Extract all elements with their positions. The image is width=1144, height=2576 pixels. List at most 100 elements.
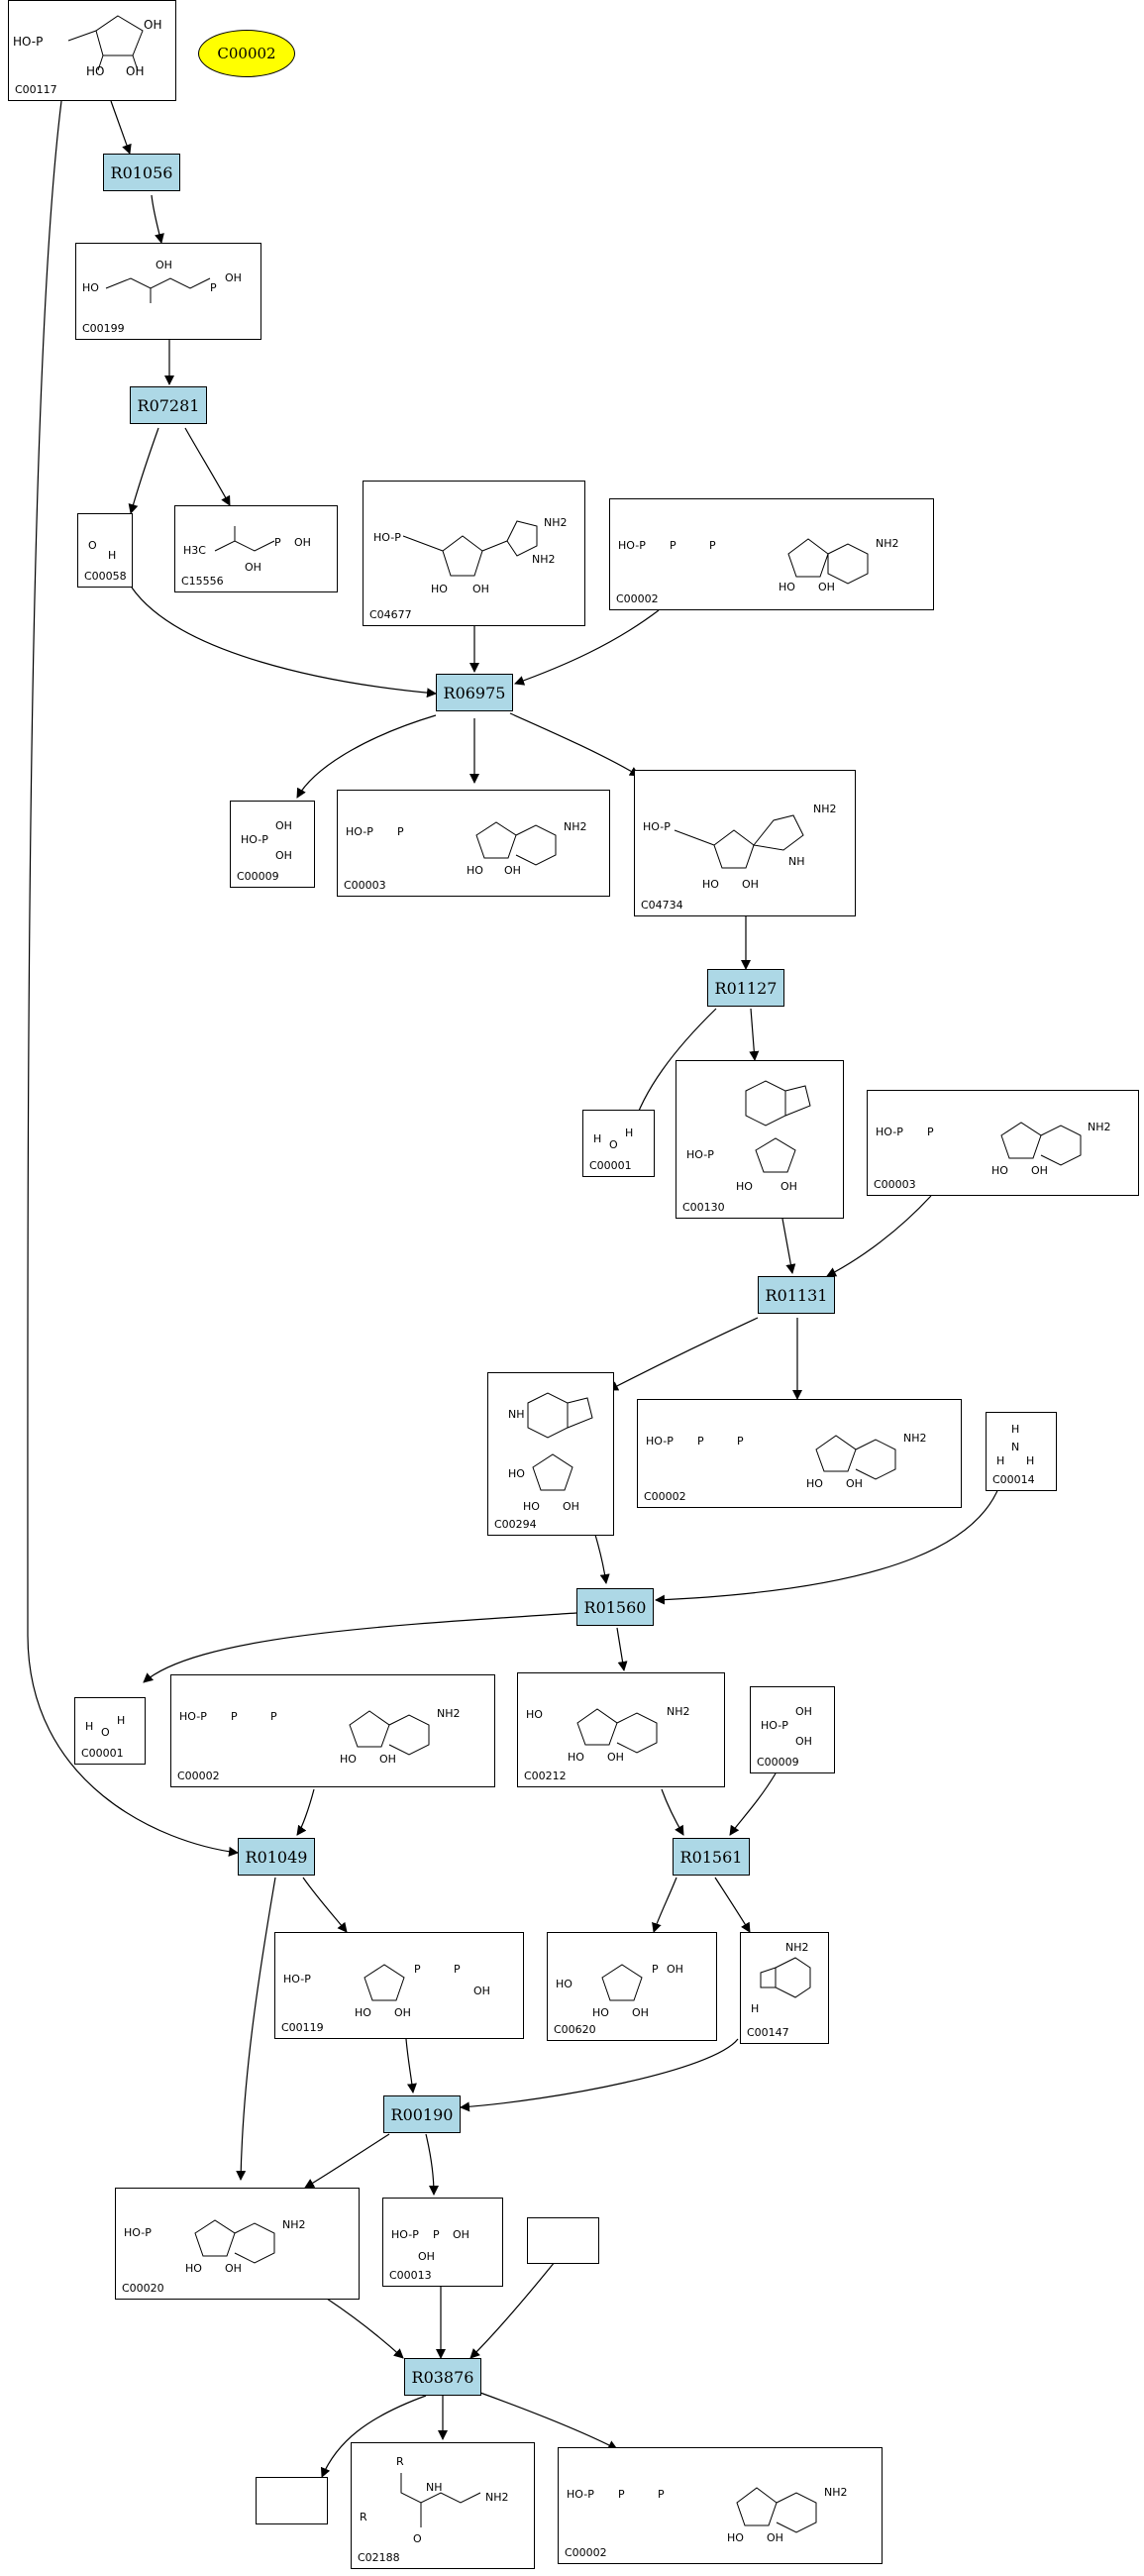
reaction-node[interactable]: R01561: [673, 1838, 750, 1876]
compound-id: C00009: [757, 1756, 799, 1769]
reaction-node[interactable]: R00190: [383, 2095, 461, 2133]
svg-text:OH: OH: [225, 2262, 242, 2275]
compound-node[interactable]: HO-P P P NH2 HO OH C00002: [637, 1399, 962, 1508]
compound-node[interactable]: H3C P OH OH C15556: [174, 505, 338, 592]
svg-text:NH2: NH2: [813, 803, 837, 815]
svg-text:H: H: [625, 1127, 633, 1139]
compound-node[interactable]: HO P OH HO OH C00620: [547, 1932, 717, 2041]
structure-drawing: HO-P NH2 NH2 HO OH: [373, 516, 568, 595]
svg-text:P: P: [618, 2488, 625, 2501]
svg-text:NH2: NH2: [876, 537, 899, 550]
edge: [661, 1788, 684, 1836]
svg-text:HO: HO: [340, 1753, 357, 1766]
svg-text:P: P: [274, 536, 281, 549]
compound-node[interactable]: R NH R NH2 O C02188: [351, 2442, 535, 2569]
compound-node[interactable]: HO-P OH OH C00009: [230, 801, 315, 888]
svg-text:HO: HO: [702, 878, 719, 891]
reaction-node[interactable]: R01049: [238, 1838, 315, 1876]
compound-node[interactable]: HO NH2 HO OH C00212: [517, 1672, 725, 1787]
compound-node[interactable]: HO-P P P NH2 HO OH C00002: [170, 1674, 495, 1787]
compound-node[interactable]: O H C00058: [77, 513, 133, 588]
reaction-node[interactable]: R01560: [576, 1588, 654, 1626]
structure-drawing: NH2 H: [751, 1941, 811, 2015]
reaction-node[interactable]: R01056: [103, 154, 180, 191]
compound-node[interactable]: HO-P OH OH C00009: [750, 1686, 835, 1773]
svg-text:HO: HO: [806, 1477, 823, 1490]
compound-node[interactable]: HO-P P P OH HO OH C00119: [274, 1932, 524, 2039]
compound-node[interactable]: HO-P OH HO OH C00117: [8, 0, 176, 101]
svg-text:H3C: H3C: [183, 544, 206, 557]
svg-text:HO: HO: [727, 2531, 744, 2544]
compound-node[interactable]: NH HO HO OH C00294: [487, 1372, 614, 1536]
svg-text:P: P: [737, 1435, 744, 1448]
svg-text:H: H: [108, 549, 116, 562]
compound-node[interactable]: HO-P P NH2 HO OH C00003: [337, 790, 610, 897]
svg-text:HO: HO: [736, 1180, 753, 1193]
reaction-node[interactable]: R01131: [758, 1276, 835, 1314]
compound-node[interactable]: HO-P HO OH C00130: [676, 1060, 844, 1219]
compound-node[interactable]: NH2 H C00147: [740, 1932, 829, 2044]
svg-text:NH2: NH2: [667, 1705, 690, 1718]
svg-text:P: P: [270, 1710, 277, 1723]
svg-text:HO: HO: [82, 281, 99, 294]
edge: [652, 1877, 677, 1933]
svg-text:H: H: [117, 1714, 125, 1727]
svg-text:O: O: [609, 1138, 618, 1151]
compound-node[interactable]: H O H C00001: [582, 1110, 655, 1177]
svg-text:HO-P: HO-P: [391, 2228, 419, 2241]
compound-node[interactable]: H N H H C00014: [986, 1412, 1057, 1491]
svg-text:NH2: NH2: [485, 2491, 509, 2504]
structure-drawing: HO-P P P NH2 HO OH: [179, 1707, 461, 1766]
compound-node[interactable]: HO-P NH2 HO OH C00020: [115, 2188, 360, 2300]
svg-text:P: P: [652, 1963, 659, 1976]
empty-node[interactable]: [527, 2217, 599, 2264]
compound-id: C04677: [369, 608, 412, 621]
reaction-node[interactable]: R03876: [404, 2358, 481, 2396]
empty-node[interactable]: [256, 2477, 328, 2524]
reaction-node[interactable]: R07281: [130, 386, 207, 424]
svg-text:NH2: NH2: [544, 516, 568, 529]
structure-drawing: HO P OH HO OH: [556, 1963, 683, 2019]
structure-drawing: NH HO HO OH: [508, 1392, 593, 1513]
svg-text:OH: OH: [767, 2531, 783, 2544]
reaction-node[interactable]: R01127: [707, 969, 784, 1007]
edge: [616, 1627, 628, 1671]
structure-drawing: HO-P NH2 HO OH: [124, 2218, 306, 2275]
compound-node[interactable]: HO-P NH2 NH HO OH C04734: [634, 770, 856, 916]
svg-text:HO: HO: [431, 583, 448, 595]
svg-text:OH: OH: [1031, 1164, 1048, 1177]
edge: [326, 2298, 404, 2359]
compound-id: C00294: [494, 1518, 537, 1531]
edge: [151, 194, 164, 244]
reaction-node[interactable]: R06975: [436, 674, 513, 711]
compound-node[interactable]: HO-P NH2 NH2 HO OH C04677: [363, 481, 585, 626]
compound-node[interactable]: HO-P P P NH2 HO OH C00002: [609, 498, 934, 610]
edge: [608, 1317, 759, 1391]
svg-text:H: H: [1026, 1454, 1034, 1467]
structure-drawing: HO-P NH2 NH HO OH: [643, 803, 837, 891]
svg-text:HO-P: HO-P: [643, 820, 671, 833]
compound-node[interactable]: H O H C00001: [74, 1697, 146, 1765]
svg-text:HO: HO: [592, 2006, 609, 2019]
svg-text:P: P: [927, 1126, 934, 1138]
svg-text:HO: HO: [556, 1978, 572, 1990]
svg-text:HO: HO: [185, 2262, 202, 2275]
compound-id: C02188: [358, 2551, 400, 2564]
edge: [236, 1877, 276, 2181]
svg-text:P: P: [709, 539, 716, 552]
compound-node[interactable]: HO-P P P NH2 HO OH C00002: [558, 2447, 883, 2564]
svg-text:NH2: NH2: [785, 1941, 809, 1954]
structure-drawing: H O H: [593, 1127, 633, 1151]
highlight-node[interactable]: C00002: [198, 30, 295, 77]
svg-text:NH: NH: [788, 855, 805, 868]
svg-text:OH: OH: [275, 849, 292, 862]
structure-drawing: HO-P P P NH2 HO OH: [646, 1432, 927, 1490]
edge: [110, 100, 132, 155]
compound-node[interactable]: HO-P P OH OH C00013: [382, 2198, 503, 2287]
edge: [460, 2038, 739, 2112]
edge: [143, 1612, 577, 1683]
compound-id: C00009: [237, 870, 279, 883]
compound-node[interactable]: HO OH P OH C00199: [75, 243, 261, 340]
compound-node[interactable]: HO-P P NH2 HO OH C00003: [867, 1090, 1139, 1196]
edge: [514, 609, 660, 686]
